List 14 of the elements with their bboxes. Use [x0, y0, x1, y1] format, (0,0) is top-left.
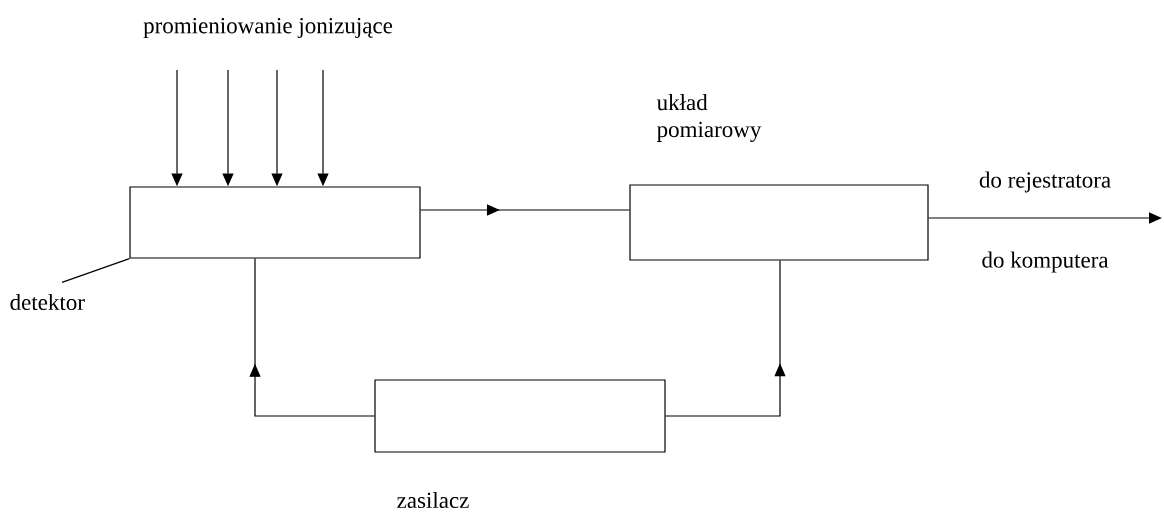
block-box	[129, 186, 421, 259]
edge-label: do rejestratora	[979, 171, 1111, 193]
text-label: do komputera	[982, 251, 1109, 273]
node-label: zasilacz	[397, 491, 469, 509]
arrow	[249, 258, 375, 417]
arrow	[928, 212, 1162, 224]
node-label: detektor	[10, 293, 85, 311]
block-box	[374, 379, 666, 509]
block-box	[629, 94, 929, 261]
arrow	[665, 260, 786, 417]
leader-line	[61, 258, 130, 283]
text-label: promieniowanie jonizujące	[143, 17, 393, 39]
arrow	[420, 204, 630, 216]
node-label: układ pomiarowy	[656, 94, 762, 142]
